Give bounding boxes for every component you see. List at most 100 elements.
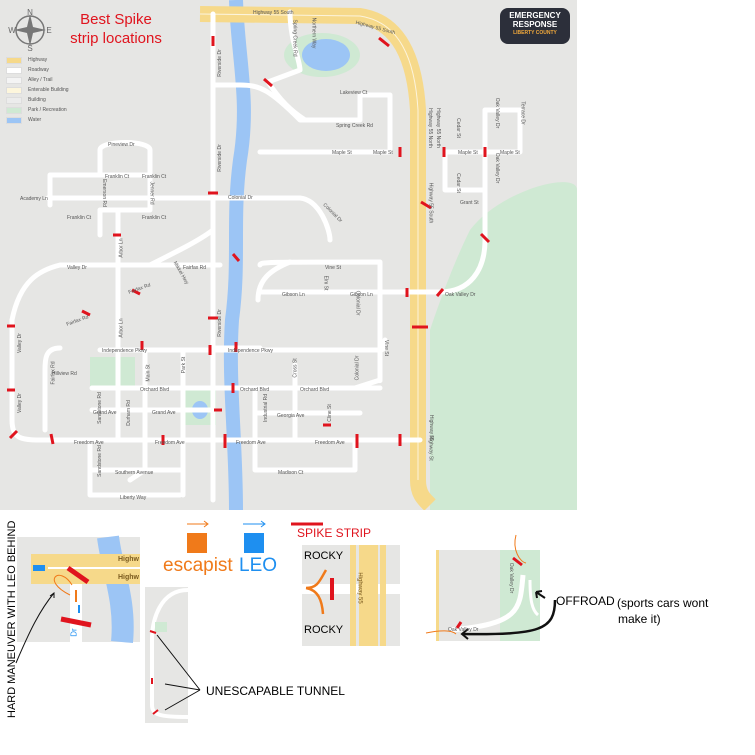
spike-strip-label: SPIKE STRIP: [297, 526, 372, 540]
lake-water: [302, 39, 350, 71]
legend-item: Roadway: [6, 65, 69, 75]
legend-item: Alley / Trail: [6, 75, 69, 85]
street-label: Valley Dr: [67, 265, 87, 271]
legend-label: Highway: [28, 57, 48, 63]
roads: [9, 9, 523, 503]
spike-strip-marker: [420, 200, 432, 210]
legend-swatch: [6, 56, 22, 64]
street-label: Pineview Dr: [108, 142, 135, 148]
street-label: Jenner Rd: [148, 181, 155, 205]
road: [252, 387, 358, 473]
legend-label: Water: [28, 117, 42, 123]
street-label: Arbor Ln: [118, 318, 125, 338]
spike-strip-marker: [263, 77, 273, 88]
annotations: [15, 520, 557, 723]
inset-tunnel: [145, 587, 201, 723]
street-label: Riverside Dr: [216, 144, 223, 172]
street-label: Grand Ave: [152, 410, 176, 416]
street-label: Gibson Ln: [350, 292, 373, 298]
legend-swatch: [6, 66, 22, 74]
street-label: Maple St: [332, 150, 352, 156]
street-label: Cline St: [326, 404, 333, 422]
legend-swatch: [6, 86, 22, 94]
street-label: Oak Valley Dr: [494, 97, 501, 129]
street-label: Independence Pkwy: [228, 348, 274, 354]
park-east: [430, 182, 577, 510]
street-label: Valley Dr: [16, 393, 23, 413]
legend-label: Building: [28, 97, 46, 103]
leo-label: LEO: [239, 555, 278, 576]
legend-item: Building: [6, 95, 69, 105]
street-label: Arbor Ln: [118, 238, 125, 258]
street-label: Freedom Ave: [74, 440, 104, 446]
legend-label: Alley / Trail: [28, 77, 53, 83]
legend-label: Enterable Building: [28, 87, 69, 93]
street-label: Gibson Ln: [282, 292, 305, 298]
street-label: Cedar St: [454, 173, 461, 193]
spike-strip-marker: [479, 232, 491, 244]
spike-strip-marker: [8, 429, 19, 440]
street-label: Hillview Rd: [52, 371, 77, 377]
street-label: Freedom Ave: [236, 440, 266, 446]
inset-offroad: [425, 534, 557, 641]
spike-strip-marker: [231, 253, 241, 262]
street-label: Sandstone Rd: [96, 392, 103, 424]
park-west: [90, 357, 135, 387]
street-label: Durham Rd: [125, 400, 132, 426]
street-label: Maple St: [373, 150, 393, 156]
road: [147, 227, 216, 268]
tunnel-caption: UNESCAPABLE TUNNEL: [206, 684, 345, 698]
street-label: Highway 55 North: [426, 108, 433, 148]
map-graphics: [7, 0, 577, 510]
road: [9, 317, 423, 443]
legend-item: Highway: [6, 55, 69, 65]
rocky-top-label: ROCKY: [304, 550, 344, 562]
street-label: Freedom Ave: [315, 440, 345, 446]
legend-swatch: [6, 96, 22, 104]
street-label: Orchard Blvd: [240, 387, 270, 393]
legend-label: Roadway: [28, 67, 49, 73]
street-label: Maple St: [458, 150, 478, 156]
street-label: Georgia Ave: [277, 413, 305, 419]
inset-highway-label: Highw: [118, 556, 139, 563]
street-label: Cedar St: [454, 118, 461, 138]
inset-highway-55-label: Highway 55: [356, 572, 363, 604]
legend-item: Park / Recreation: [6, 105, 69, 115]
spike-strip-marker: [435, 288, 445, 297]
rocky-bottom-label: ROCKY: [304, 624, 344, 636]
street-label: Industrial Rd: [263, 393, 270, 423]
street-label: Oak Valley Dr: [494, 152, 501, 184]
inset-highway-label: Highw: [118, 574, 139, 581]
road: [87, 437, 183, 498]
street-label: Main St: [145, 364, 152, 382]
inset-hard-maneuver: [15, 535, 140, 664]
road: [442, 149, 488, 193]
legend-swatch: [6, 106, 22, 114]
spike-strip-marker: [49, 433, 55, 445]
street-label: Spring Creek Rd: [291, 19, 298, 57]
street-label: Elm St: [322, 275, 329, 291]
street-label: Orchard Blvd: [300, 387, 330, 393]
street-label: Spring Creek Rd: [336, 123, 373, 129]
street-label: Northern Way: [310, 17, 317, 49]
street-label: Highway 55 South: [427, 182, 434, 224]
escapist-swatch: [187, 533, 207, 553]
street-label: Riverside Dr: [216, 309, 223, 337]
legend-swatch: [6, 116, 22, 124]
street-label: Highway St: [427, 435, 434, 461]
offroad-note: (sports cars wont: [617, 596, 709, 610]
street-label: Madison Ct: [278, 470, 304, 476]
street-label: Academy Ln: [20, 196, 48, 202]
street-label: Colonial Dr: [228, 195, 253, 201]
street-label: Sandstone Rd: [96, 445, 103, 477]
svg-text:W: W: [8, 26, 16, 35]
leo-swatch: [244, 533, 264, 553]
inset-street-label: Oak Valley Dr: [508, 562, 515, 594]
street-label: Orchard Blvd: [140, 387, 170, 393]
legend-label: Park / Recreation: [28, 107, 67, 113]
street-label: Colonial Dr: [354, 290, 361, 316]
street-label: Franklin Ct: [105, 174, 130, 180]
